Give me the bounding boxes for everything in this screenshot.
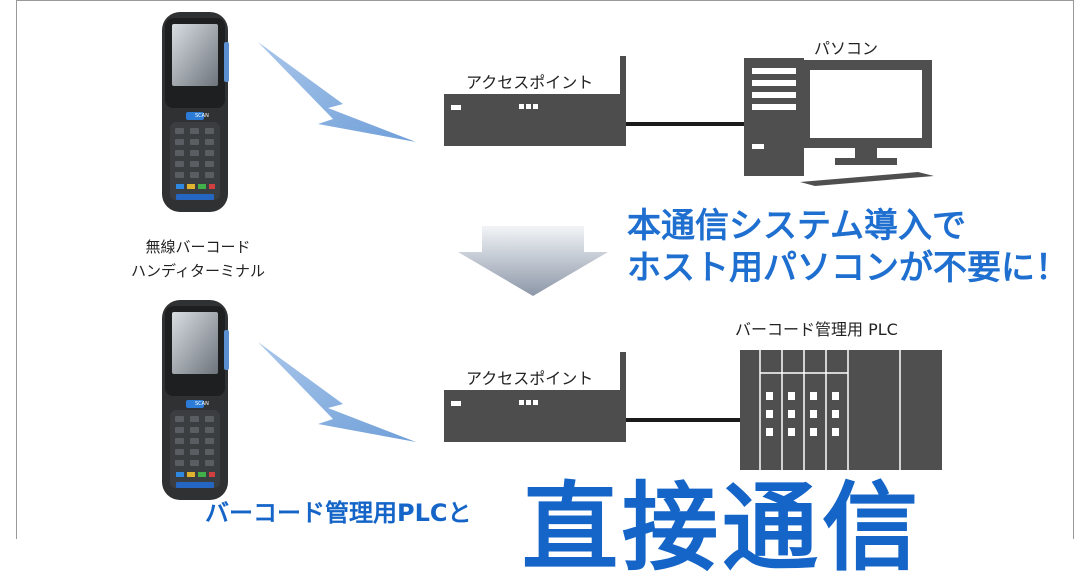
access-point-icon xyxy=(444,56,626,146)
content-frame xyxy=(16,0,1074,539)
plc-label: バーコード管理用 PLC xyxy=(735,320,898,339)
plc-rack-icon xyxy=(740,350,942,470)
frame-top-border xyxy=(16,0,1074,1)
access-point-label-bottom: アクセスポイント xyxy=(466,369,594,388)
handheld-terminal-icon-lower xyxy=(162,300,229,500)
terminal-caption-line2: ハンディターミナル xyxy=(131,262,265,280)
scan-key-label-lower: SCAN xyxy=(195,401,209,407)
diagram-canvas: SCAN SCAN xyxy=(162,12,942,500)
desktop-pc-icon xyxy=(744,58,934,186)
headline: 本通信システム導入で ホスト用パソコンが不要に！ xyxy=(627,205,1069,289)
terminal-caption: 無線バーコード ハンディターミナル xyxy=(118,235,278,283)
scan-key-label: SCAN xyxy=(195,113,209,119)
access-point-label-top: アクセスポイント xyxy=(466,73,594,92)
wireless-signal-icon-lower xyxy=(258,342,416,442)
footer-big-text: 直接通信 xyxy=(522,472,922,584)
headline-line1: 本通信システム導入で xyxy=(627,206,966,246)
wireless-signal-icon xyxy=(258,42,416,142)
terminal-caption-line1: 無線バーコード xyxy=(145,238,251,256)
access-point-icon-lower xyxy=(444,352,626,442)
footer-small-text: バーコード管理用PLCと xyxy=(205,499,472,527)
down-arrow-icon xyxy=(458,226,608,296)
pc-label: パソコン xyxy=(814,39,879,58)
headline-line2: ホスト用パソコンが不要に！ xyxy=(627,248,1069,288)
handheld-terminal-icon xyxy=(162,12,229,212)
